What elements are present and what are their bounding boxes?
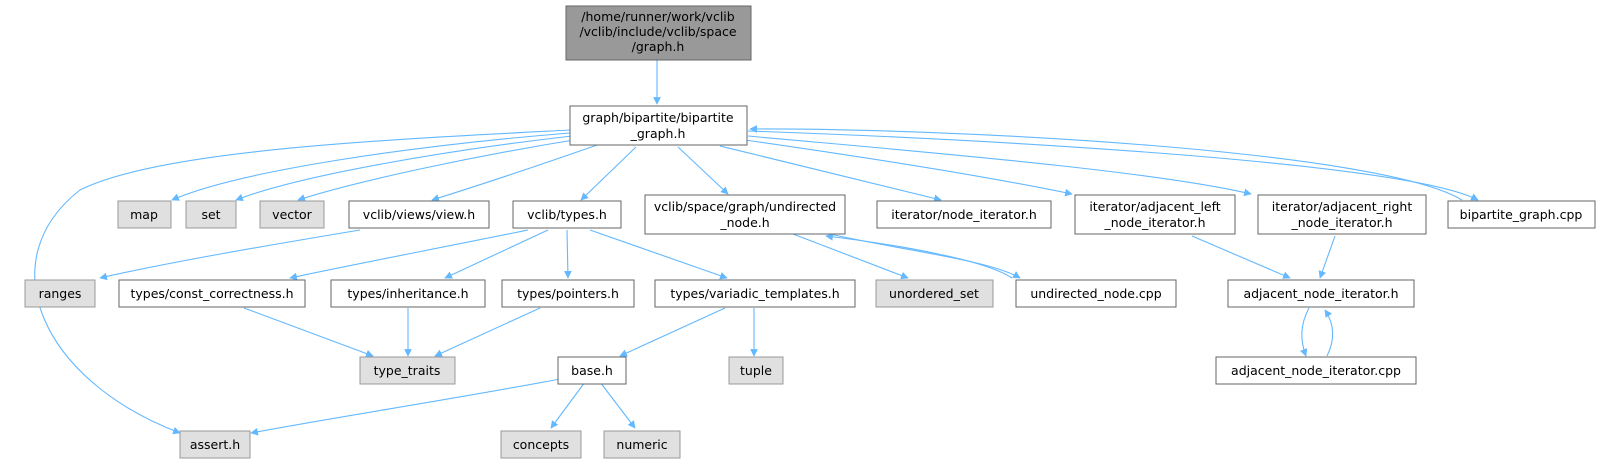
node-set-label: set bbox=[201, 207, 220, 222]
node-adjacent-node-iterator-cpp[interactable]: adjacent_node_iterator.cpp bbox=[1215, 356, 1417, 385]
node-pointers-label: types/pointers.h bbox=[517, 286, 619, 301]
edge-bipartite-nodeiter bbox=[719, 145, 942, 203]
node-unordered-set[interactable]: unordered_set bbox=[875, 279, 994, 308]
edge-bipartite-types bbox=[580, 146, 637, 201]
node-adjacent-right-h[interactable]: iterator/adjacent_right _node_iterator.h bbox=[1257, 194, 1427, 235]
node-variadic-label: types/variadic_templates.h bbox=[670, 286, 839, 301]
node-type-traits[interactable]: type_traits bbox=[359, 356, 456, 385]
node-adjacent-node-iterator-h[interactable]: adjacent_node_iterator.h bbox=[1227, 279, 1415, 308]
node-pointers-h[interactable]: types/pointers.h bbox=[501, 279, 635, 308]
node-adjleft-line-2: _node_iterator.h bbox=[1104, 215, 1206, 230]
edge-types-pointers bbox=[564, 229, 572, 279]
edge-base-numeric bbox=[599, 381, 636, 429]
node-adjright-line-1: iterator/adjacent_right bbox=[1272, 199, 1413, 214]
node-numeric[interactable]: numeric bbox=[603, 430, 681, 459]
edge-constcorr-typetraits bbox=[243, 307, 374, 358]
node-undirected-node-h[interactable]: vclib/space/graph/undirected _node.h bbox=[644, 194, 846, 235]
node-views-label: vclib/views/view.h bbox=[363, 207, 475, 222]
edge-bipartite-views bbox=[431, 143, 601, 202]
edge-types-variadic bbox=[589, 229, 728, 280]
node-adjleft-line-1: iterator/adjacent_left bbox=[1089, 199, 1220, 214]
node-root-line-2: /vclib/include/vclib/space bbox=[579, 24, 736, 39]
edge-bipartite-bipcpp bbox=[747, 130, 1479, 201]
node-set[interactable]: set bbox=[185, 200, 237, 229]
edge-adjleft-adjiter bbox=[1191, 235, 1291, 279]
edge-pointers-typetraits bbox=[434, 307, 541, 357]
edge-adjright-adjiter bbox=[1318, 235, 1336, 279]
node-root[interactable]: /home/runner/work/vclib /vclib/include/v… bbox=[565, 5, 752, 61]
node-typetraits-label: type_traits bbox=[374, 363, 441, 378]
node-unordered-label: unordered_set bbox=[889, 286, 979, 301]
node-vector[interactable]: vector bbox=[259, 200, 325, 229]
node-node-iterator-h[interactable]: iterator/node_iterator.h bbox=[876, 200, 1052, 229]
edge-types-constcorr bbox=[289, 229, 529, 281]
node-assert-h[interactable]: assert.h bbox=[179, 430, 251, 459]
node-bipartite-line-2: _graph.h bbox=[630, 126, 686, 141]
node-root-line-3: /graph.h bbox=[632, 39, 685, 54]
edge-base-assert bbox=[250, 378, 561, 436]
node-concepts-label: concepts bbox=[513, 437, 569, 452]
edge-base-concepts bbox=[550, 381, 586, 429]
edge-variadic-base bbox=[619, 307, 726, 357]
node-base-h[interactable]: base.h bbox=[557, 356, 627, 385]
node-inherit-label: types/inheritance.h bbox=[347, 286, 468, 301]
edge-views-ranges bbox=[99, 229, 361, 281]
node-variadic-templates-h[interactable]: types/variadic_templates.h bbox=[654, 279, 856, 308]
node-views-view-h[interactable]: vclib/views/view.h bbox=[348, 200, 490, 229]
node-undirected-line-1: vclib/space/graph/undirected bbox=[654, 199, 836, 214]
node-assert-label: assert.h bbox=[190, 437, 240, 452]
node-vector-label: vector bbox=[272, 207, 313, 222]
node-undirected-line-2: _node.h bbox=[719, 215, 769, 230]
edge-undcpp-undirected bbox=[825, 233, 1013, 279]
edge-bipartite-assert bbox=[34, 129, 571, 435]
edge-undirected-unordered bbox=[792, 233, 909, 280]
node-bipcpp-label: bipartite_graph.cpp bbox=[1460, 207, 1583, 222]
node-tuple-label: tuple bbox=[740, 363, 772, 378]
edge-bipartite-vector bbox=[297, 138, 581, 202]
node-concepts[interactable]: concepts bbox=[500, 430, 582, 459]
node-types-h[interactable]: vclib/types.h bbox=[512, 200, 622, 229]
edges bbox=[34, 60, 1479, 436]
edge-bipartite-map bbox=[171, 132, 571, 201]
node-map[interactable]: map bbox=[117, 200, 172, 229]
node-const-correctness-h[interactable]: types/const_correctness.h bbox=[118, 279, 306, 308]
node-tuple[interactable]: tuple bbox=[728, 356, 784, 385]
node-ranges[interactable]: ranges bbox=[24, 279, 96, 308]
edge-bipartite-undirected bbox=[677, 146, 729, 195]
edge-bipcpp-bipartite bbox=[749, 125, 1463, 201]
edge-adjiter-adjcpp bbox=[1299, 307, 1310, 357]
edge-bipartite-set bbox=[235, 135, 573, 202]
node-types-label: vclib/types.h bbox=[527, 207, 607, 222]
node-map-label: map bbox=[130, 207, 158, 222]
edge-types-inherit bbox=[444, 229, 549, 279]
node-constcorr-label: types/const_correctness.h bbox=[130, 286, 293, 301]
node-adjiter-label: adjacent_node_iterator.h bbox=[1243, 286, 1398, 301]
edge-adjcpp-adjiter bbox=[1324, 309, 1334, 357]
node-bipartite-graph-h[interactable]: graph/bipartite/bipartite _graph.h bbox=[569, 105, 748, 146]
node-undcpp-label: undirected_node.cpp bbox=[1030, 286, 1161, 301]
node-nodeiter-label: iterator/node_iterator.h bbox=[891, 207, 1037, 222]
edge-bipartite-adjleft bbox=[744, 139, 1073, 197]
node-ranges-label: ranges bbox=[39, 286, 82, 301]
edge-bipartite-adjright bbox=[747, 135, 1252, 197]
node-inheritance-h[interactable]: types/inheritance.h bbox=[330, 279, 486, 308]
node-numeric-label: numeric bbox=[616, 437, 667, 452]
node-adjright-line-2: _node_iterator.h bbox=[1291, 215, 1393, 230]
node-bipartite-graph-cpp[interactable]: bipartite_graph.cpp bbox=[1447, 200, 1596, 229]
node-undirected-node-cpp[interactable]: undirected_node.cpp bbox=[1015, 279, 1177, 308]
node-bipartite-line-1: graph/bipartite/bipartite bbox=[582, 110, 734, 125]
node-base-label: base.h bbox=[571, 363, 613, 378]
node-adjacent-left-h[interactable]: iterator/adjacent_left _node_iterator.h bbox=[1074, 194, 1236, 235]
node-adjcpp-label: adjacent_node_iterator.cpp bbox=[1231, 363, 1401, 378]
node-root-line-1: /home/runner/work/vclib bbox=[581, 9, 734, 24]
